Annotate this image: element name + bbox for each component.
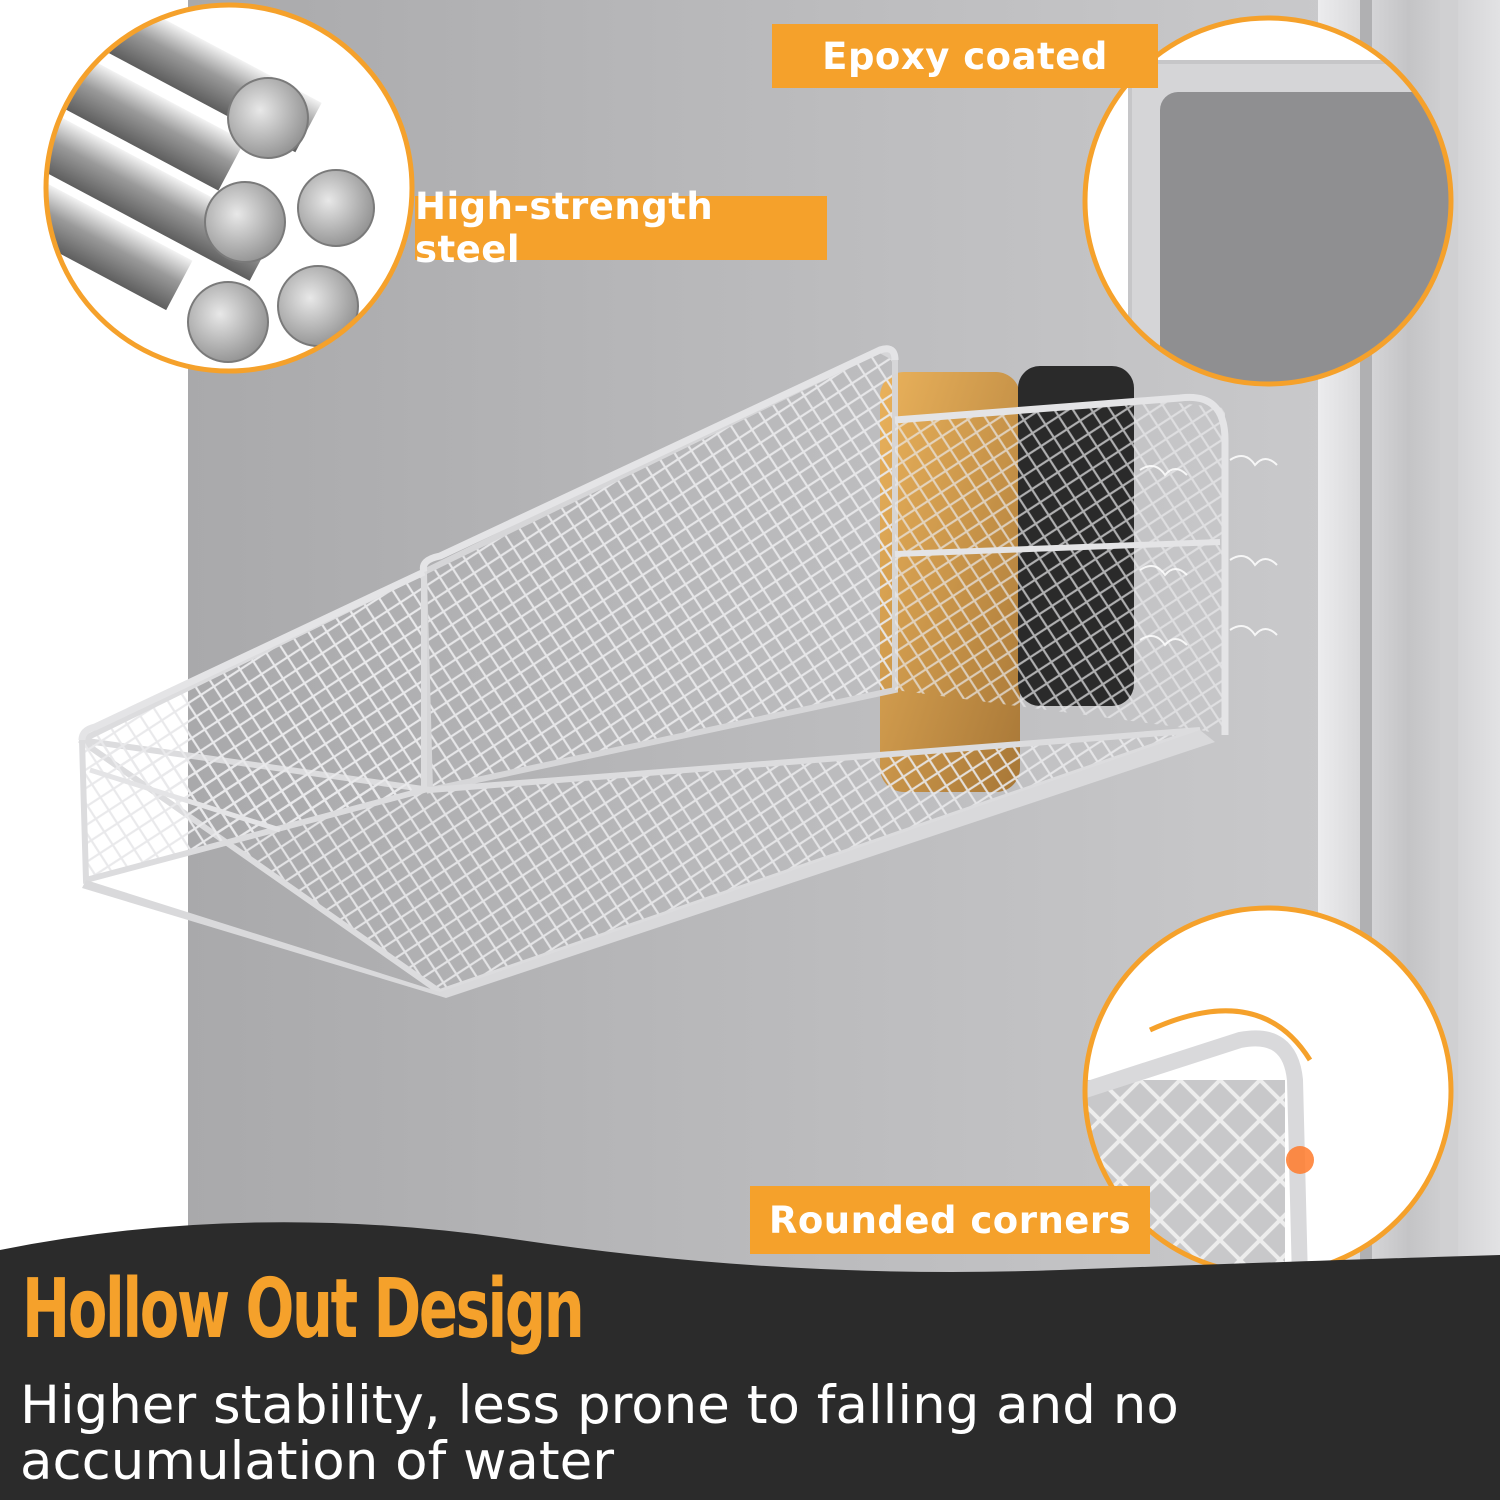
banner-background bbox=[0, 1222, 1500, 1500]
high-strength-steel-label: High-strength steel bbox=[415, 185, 827, 271]
description: Higher stability, less prone to falling … bbox=[20, 1375, 1179, 1492]
headline: Hollow Out Design bbox=[22, 1262, 585, 1357]
epoxy-coated-label: Epoxy coated bbox=[772, 24, 1158, 88]
rounded-corner-icon bbox=[1087, 910, 1449, 1272]
mesh-basket bbox=[78, 345, 1229, 998]
rounded-corners-label: Rounded corners bbox=[750, 1186, 1150, 1254]
epoxy-coating-icon bbox=[1087, 20, 1449, 382]
